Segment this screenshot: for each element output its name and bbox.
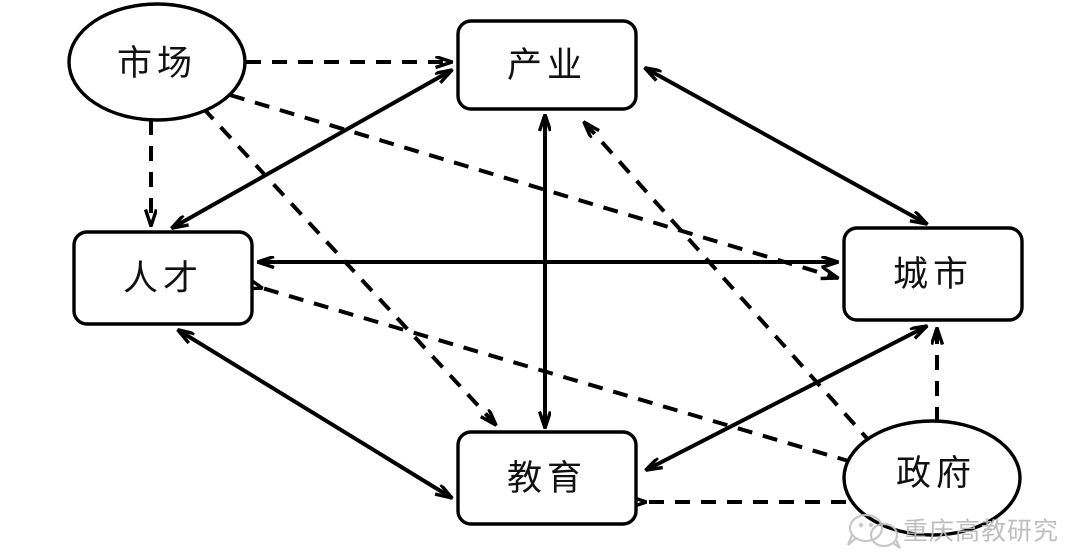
edge-talent-education: [178, 330, 452, 498]
watermark: 重庆高教研究: [846, 513, 1059, 549]
edge-industry-city: [645, 68, 927, 224]
city-box[interactable]: [842, 226, 1024, 322]
edge-talent-industry: [172, 70, 452, 228]
talent-label: 人才: [123, 259, 203, 299]
city-label: 城市: [893, 255, 973, 295]
edge-government-industry: [584, 122, 874, 446]
market-ellipse[interactable]: [67, 2, 247, 122]
node-industry[interactable]: 产业: [456, 19, 638, 111]
education-box[interactable]: [456, 430, 638, 526]
node-education[interactable]: 教育: [456, 430, 638, 526]
education-label: 教育: [507, 459, 587, 499]
node-city[interactable]: 城市: [842, 226, 1024, 322]
wechat-icon: [846, 513, 901, 549]
talent-box[interactable]: [72, 230, 254, 326]
edge-education-city: [646, 326, 927, 470]
industry-label: 产业: [507, 46, 587, 86]
node-market[interactable]: 市场: [67, 2, 247, 122]
government-label: 政府: [896, 454, 976, 494]
industry-box[interactable]: [456, 19, 638, 111]
government-ellipse[interactable]: [842, 419, 1022, 537]
node-talent[interactable]: 人才: [72, 230, 254, 326]
watermark-text: 重庆高教研究: [903, 517, 1059, 546]
market-label: 市场: [117, 44, 197, 84]
node-government[interactable]: 政府: [842, 419, 1022, 537]
